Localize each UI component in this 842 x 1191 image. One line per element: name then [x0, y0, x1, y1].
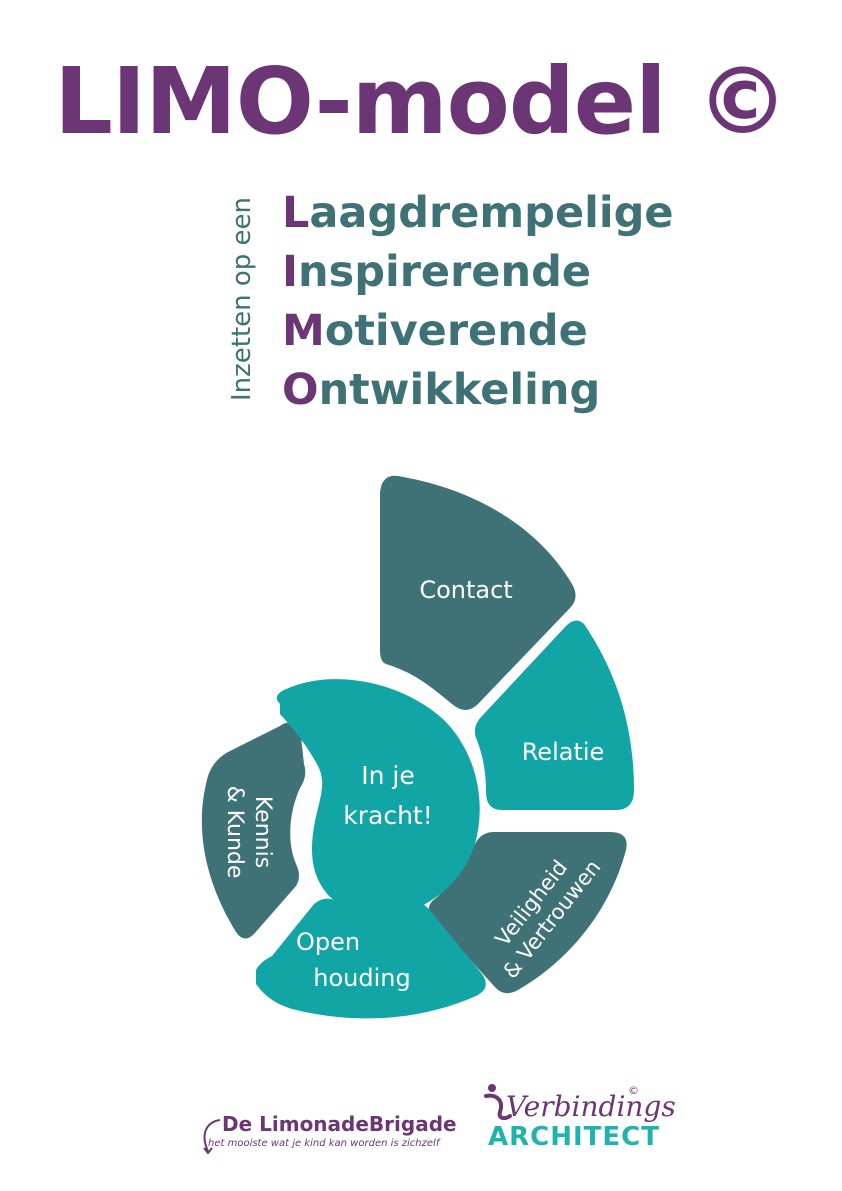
acronym-rest: nspirerende [298, 247, 592, 297]
acronym-rest: ntwikkeling [318, 365, 601, 415]
acronym-line-l: Laagdrempelige [282, 184, 674, 243]
label-contact: Contact [419, 576, 512, 604]
acronym-rest: otiverende [324, 306, 588, 356]
label-open-line1: Open [296, 928, 360, 956]
verbindings-architect-logo: Verbindings © ARCHITECT [482, 1082, 676, 1152]
label-kennis-line1: Kennis [250, 796, 275, 868]
acronym-initial: L [282, 188, 310, 238]
brand-tagline: het mooiste wat je kind kan worden is zi… [208, 1138, 440, 1149]
segment-veiligheid [428, 832, 627, 994]
acronym-line-i: Inspirerende [282, 243, 674, 302]
limonadebrigade-logo: De LimonadeBrigade het mooiste wat je ki… [198, 1112, 457, 1155]
page-title: LIMO-model © [54, 48, 788, 155]
label-center-line1: In je [361, 761, 415, 790]
partner-copyright-mark: © [628, 1084, 639, 1097]
brand-name: De LimonadeBrigade [222, 1112, 457, 1136]
segment-center [276, 679, 480, 917]
swirl-icon [203, 1119, 221, 1155]
acronym-line-o: Ontwikkeling [282, 361, 674, 420]
label-kennis-line2: & Kunde [222, 786, 247, 879]
segment-openhouding [256, 898, 486, 1019]
acronym-initial: O [282, 365, 319, 415]
label-kennis-group: Kennis & Kunde [222, 786, 275, 879]
label-open-line2: houding [313, 964, 410, 992]
segment-relatie [474, 620, 634, 810]
partner-name-top: Verbindings [506, 1090, 676, 1123]
acronym-list: Laagdrempelige Inspirerende Motiverende … [282, 184, 674, 420]
figure-icon [484, 1084, 512, 1121]
acronym-line-m: Motiverende [282, 302, 674, 361]
acronym-rest: aagdrempelige [309, 188, 674, 238]
acronym-initial: M [282, 306, 325, 356]
segment-kennis [201, 722, 306, 939]
acronym-initial: I [282, 247, 298, 297]
label-relatie: Relatie [522, 738, 605, 766]
partner-name-bottom: ARCHITECT [488, 1122, 660, 1152]
label-center-line2: kracht! [343, 801, 433, 830]
segment-contact [380, 475, 576, 710]
